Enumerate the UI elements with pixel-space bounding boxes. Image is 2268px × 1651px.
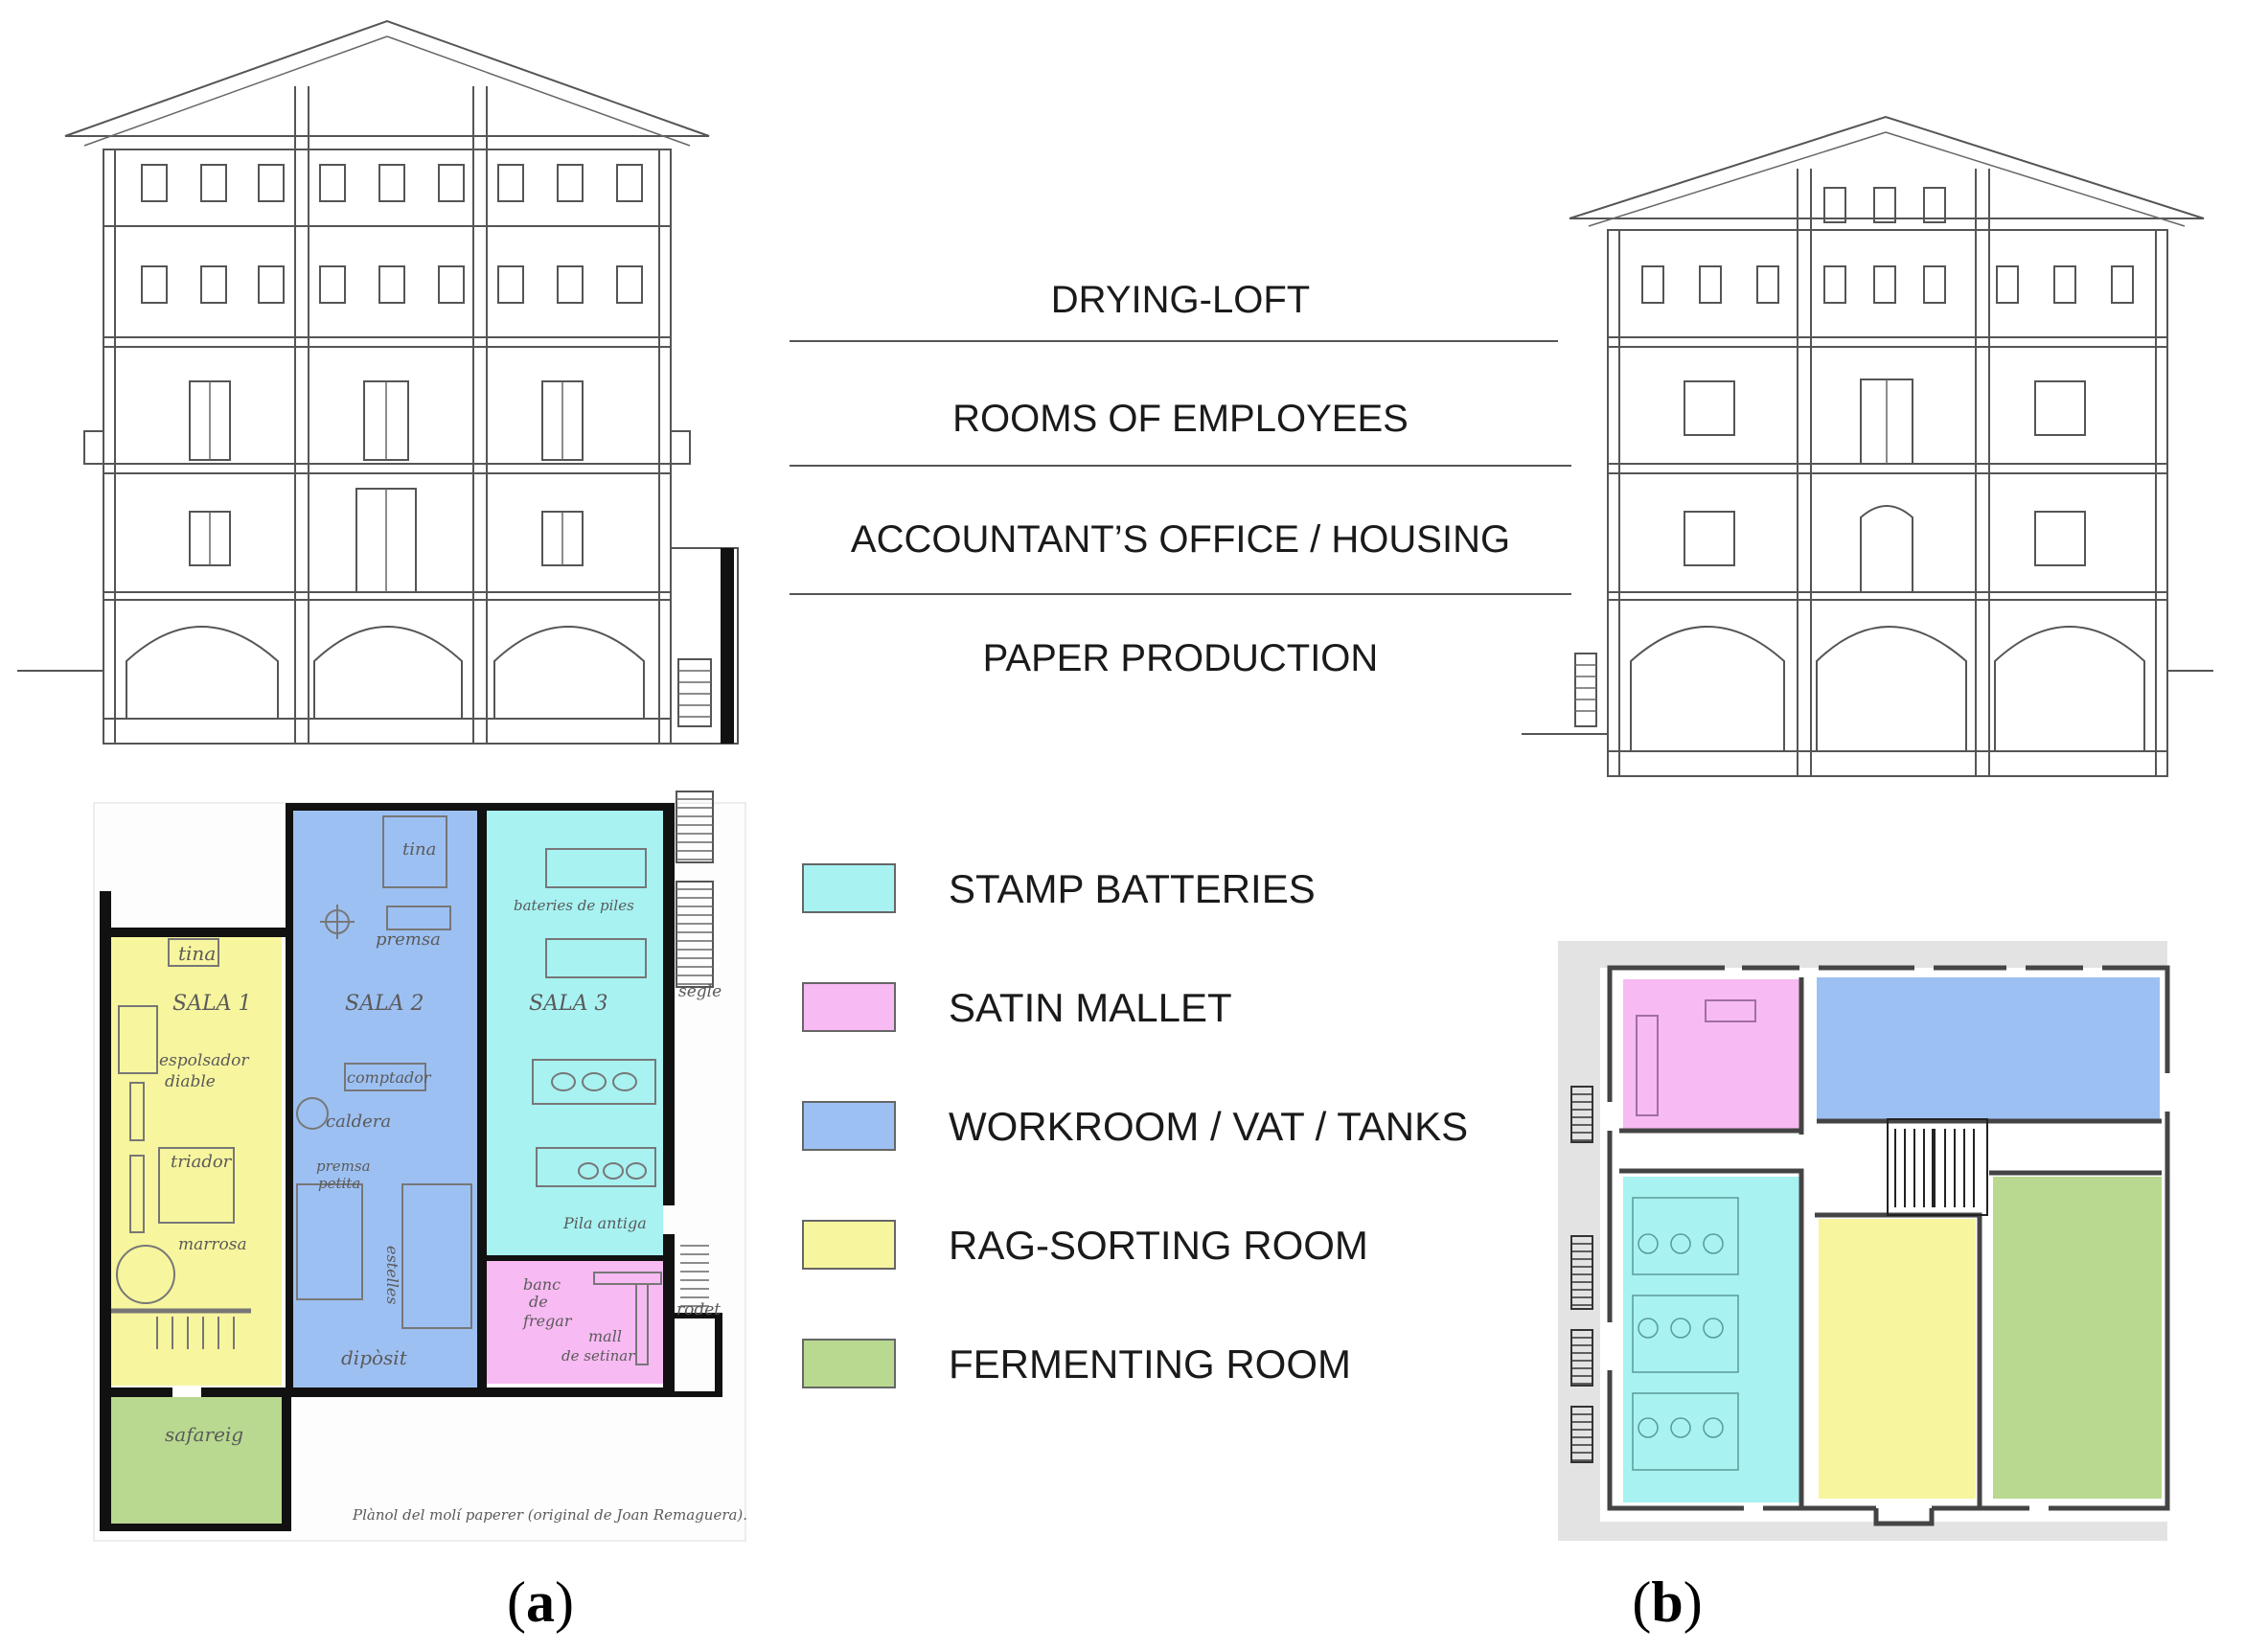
window-a-0-8 [616,164,643,202]
window-a-1-2 [258,265,285,304]
legend-swatch-stamp [802,863,896,913]
window-b-3 [1823,265,1846,304]
plan-a-label-caldera: caldera [326,1112,391,1132]
roof-b [1569,115,2205,219]
plan-a-label-sala-1: SALA 1 [172,992,251,1016]
window-b-5 [1923,265,1946,304]
window-a-1-5 [438,265,465,304]
plan-a-label-espolsador: espolsador [159,1051,249,1070]
window-b-8 [2111,265,2134,304]
plan-a-label-estelles: estelles [383,1246,401,1305]
windows-a-upper [141,164,643,304]
plan-a-label-de-setinar: de setinar [561,1347,635,1364]
legend-label-rag: RAG-SORTING ROOM [949,1223,1368,1268]
plan-a-label-premsa: premsa [376,929,441,950]
window-b-top-1 [1873,187,1896,223]
window-b-7 [2053,265,2076,304]
plan-a-label-premsa-petita: premsa [316,1158,371,1175]
window-a-0-5 [438,164,465,202]
floor-label-accountant: ACCOUNTANT’S OFFICE / HOUSING [851,518,1510,561]
window-a-1-6 [497,265,524,304]
window-b-top-0 [1823,187,1846,223]
plan-a-label-pila-antiga: Pila antiga [562,1214,647,1232]
plan-b-rag-room [1819,1219,1976,1499]
plan-a-label-petita: petita [318,1175,360,1192]
plan-b-stairwell [1887,1118,1988,1216]
plan-a-label-diable: diable [165,1072,216,1091]
plan-b-workroom [1817,977,2160,1119]
plan-a-label-sala-2: SALA 2 [345,992,424,1016]
caption-a: (a) [507,1571,574,1634]
plan-a-credit: Plànol del molí paperer (original de Joa… [352,1506,747,1524]
window-b-2 [1756,265,1779,304]
window-a-1-7 [557,265,584,304]
plan-a: tina SALA 1 espolsador diable triador ma… [93,791,747,1542]
plan-a-stamp-room [487,809,663,1259]
plan-a-label-tina-1: tina [178,942,216,965]
plan-a-label-segle: segle [678,982,722,1001]
plan-a-workroom [291,809,477,1387]
window-a-1-1 [200,265,227,304]
plan-a-ferment-room [103,1397,286,1524]
floor-label-employees: ROOMS OF EMPLOYEES [952,398,1409,440]
plan-a-label-marrosa: marrosa [178,1235,247,1254]
elevation-a [17,19,739,745]
legend-label-workroom: WORKROOM / VAT / TANKS [949,1104,1468,1149]
legend-label-ferment: FERMENTING ROOM [949,1341,1351,1387]
roof-a [64,19,710,137]
legend-swatch-rag [802,1220,896,1270]
window-a-1-0 [141,265,168,304]
plan-a-label-fregar: fregar [522,1312,573,1330]
window-a-0-2 [258,164,285,202]
window-a-1-4 [378,265,405,304]
plan-a-label-rodet: rodet [676,1300,721,1319]
plan-a-label-triador: triador [171,1152,233,1172]
legend-label-satin: SATIN MALLET [949,985,1232,1030]
window-a-1-3 [319,265,346,304]
window-a-0-1 [200,164,227,202]
window-a-0-3 [319,164,346,202]
window-b-4 [1873,265,1896,304]
plan-a-label-safareig: safareig [165,1423,243,1446]
window-b-6 [1996,265,2019,304]
facade-b [1607,229,2168,777]
legend-swatch-ferment [802,1339,896,1388]
window-b-0 [1641,265,1664,304]
facade-a [103,149,672,745]
window-a-0-0 [141,164,168,202]
plan-a-label-comptador: comptador [347,1068,432,1087]
window-b-top-2 [1923,187,1946,223]
plan-b-satin-room [1623,979,1799,1131]
plan-a-label-bateries: bateries de piles [514,897,634,914]
plan-a-label-diposit: dipòsit [341,1346,408,1369]
plan-a-satin-room [487,1261,663,1384]
window-a-0-7 [557,164,584,202]
caption-b: (b) [1632,1571,1702,1634]
plan-b [1558,941,2175,1541]
windows-b-upper [1641,187,2134,304]
captions: (a) (b) [507,1571,1703,1634]
legend-label-stamp: STAMP BATTERIES [949,866,1316,911]
plan-a-label-de: de [529,1293,548,1311]
floor-label-production: PAPER PRODUCTION [983,637,1379,679]
plan-a-label-tina-2: tina [402,839,436,860]
plan-a-label-mall: mall [588,1327,622,1345]
window-a-1-8 [616,265,643,304]
elevation-b [1522,115,2213,777]
legend-swatch-satin [802,982,896,1032]
legend: STAMP BATTERIES SATIN MALLET WORKROOM / VA… [802,863,1468,1388]
plan-b-ferment-room [1993,1177,2162,1499]
plan-a-label-sala-3: SALA 3 [529,992,607,1016]
plan-a-label-banc: banc [523,1275,561,1294]
floor-label-drying: DRYING-LOFT [1051,279,1310,321]
plan-b-stamp-room [1623,1177,1799,1502]
window-a-0-4 [378,164,405,202]
window-a-0-6 [497,164,524,202]
floor-labels: DRYING-LOFT ROOMS OF EMPLOYEES ACCOUNTAN… [790,279,1571,679]
legend-swatch-workroom [802,1101,896,1151]
window-b-1 [1699,265,1722,304]
